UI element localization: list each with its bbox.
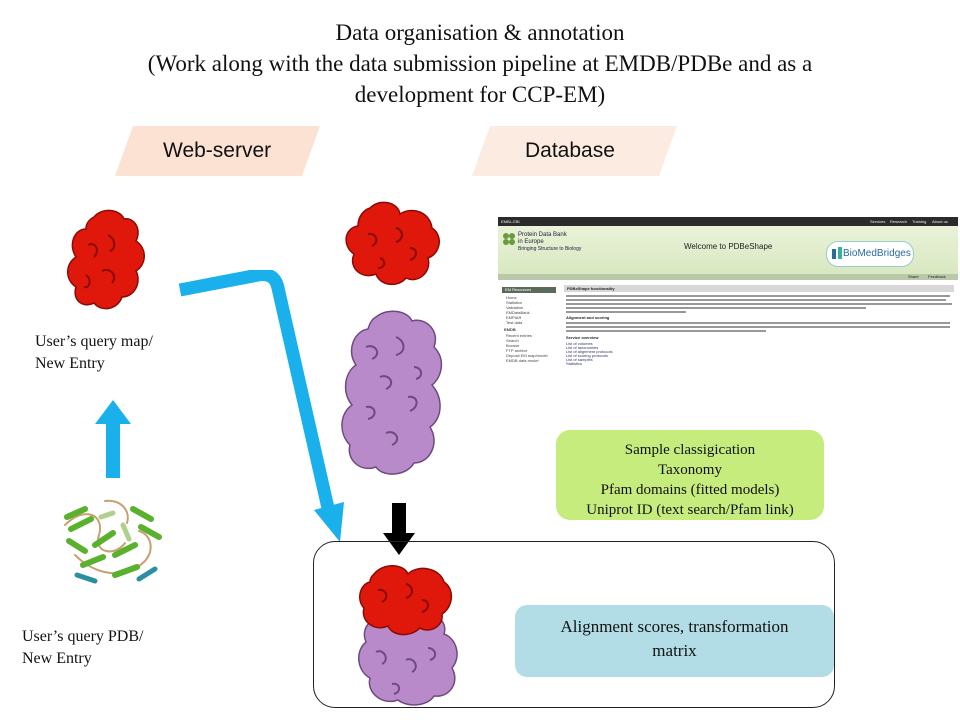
biomedbridges-logo: BioMedBridges: [826, 241, 914, 267]
website-topbar-brand: EMBL-EBI: [501, 219, 520, 224]
text-line: [566, 299, 946, 301]
sidebar-item-validation[interactable]: Validation: [506, 305, 524, 310]
overview-link[interactable]: List of samples: [566, 357, 593, 362]
query-map-image: [67, 209, 145, 310]
query-pdb-ribbon-image: [64, 499, 162, 584]
annotation-box: Sample classigication Taxonomy Pfam doma…: [556, 430, 824, 520]
title-line-3: development for CCP-EM): [354, 82, 606, 107]
query-pdb-caption: User’s query PDB/ New Entry: [22, 626, 143, 670]
fitted-model-image: [358, 565, 458, 706]
pdbe-logo-icon: [503, 233, 515, 245]
annotation-line: Pfam domains (fitted models): [600, 482, 780, 498]
database-banner-label: Database: [525, 139, 615, 162]
website-header: Protein Data Bank in Europe Bringing Str…: [498, 226, 958, 274]
sidebar-section-emdb: EMDB: [504, 327, 516, 332]
pdbeshape-website-screenshot: EMBL-EBI Services Research Training Abou…: [498, 217, 958, 367]
annotation-line: Uniprot ID (text search/Pfam link): [586, 502, 794, 518]
sidebar-item-search[interactable]: Search: [506, 338, 519, 343]
result-box-line1: Alignment scores, transformation: [560, 617, 789, 636]
result-frame: [313, 541, 835, 708]
annotation-line: Taxonomy: [658, 462, 722, 478]
biomedbridges-logo-text: BioMedBridges: [843, 248, 911, 259]
website-sidebar: EM Resources Home Statistics Validation …: [502, 287, 556, 365]
website-sidebar-title: EM Resources: [505, 287, 532, 292]
overview-link[interactable]: List of scoring protocols: [566, 353, 609, 358]
website-sidebar-header: EM Resources: [502, 287, 556, 293]
text-line: [566, 326, 950, 328]
website-topbar-item: Training: [912, 219, 927, 224]
sidebar-item-recent[interactable]: Recent entries: [506, 333, 532, 338]
website-org-line3: Bringing Structure to Biology: [518, 246, 582, 252]
text-line: [566, 330, 766, 332]
website-share-link[interactable]: Share: [908, 274, 919, 279]
website-topbar-item: Services: [870, 219, 886, 224]
website-main: PDBeShape functionality Alignment and sc…: [564, 285, 954, 366]
website-section-overview: Service overview: [566, 335, 599, 340]
title-line-2: (Work along with the data submission pip…: [147, 51, 813, 76]
text-line: [566, 311, 686, 313]
database-banner-shape: [472, 126, 677, 176]
website-org-line1: Protein Data Bank: [518, 232, 567, 238]
annotation-line: Sample classigication: [624, 442, 756, 458]
website-topbar-item: About us: [932, 219, 948, 224]
query-map-caption-line2: New Entry: [35, 355, 105, 372]
website-subbar: Share Feedback: [498, 274, 958, 280]
query-map-caption-line1: User’s query map/: [35, 333, 153, 350]
sidebar-item-statistics[interactable]: Statistics: [506, 300, 523, 305]
text-line: [566, 307, 866, 309]
web-server-banner-label: Web-server: [163, 139, 272, 162]
overview-link[interactable]: Statistics: [566, 361, 583, 366]
web-server-banner-shape: [115, 126, 320, 176]
website-topbar-item: Research: [890, 219, 908, 224]
website-org-name: Protein Data Bank in Europe Bringing Str…: [518, 232, 581, 253]
website-topbar: EMBL-EBI Services Research Training Abou…: [498, 217, 958, 226]
website-org-line2: in Europe: [518, 239, 544, 245]
text-line: [566, 295, 950, 297]
overview-link[interactable]: List of volumes: [566, 341, 593, 346]
website-feedback-link[interactable]: Feedback: [928, 274, 946, 279]
sidebar-item-deposit[interactable]: Deposit EM map/model: [506, 353, 548, 358]
sidebar-item-data-model[interactable]: EMDB data model: [506, 358, 539, 363]
down-arrow-icon: [383, 503, 415, 555]
website-main-header: PDBeShape functionality: [564, 285, 954, 292]
result-box: Alignment scores, transformation matrix: [515, 605, 834, 677]
website-welcome-title: Welcome to PDBeShape: [684, 242, 773, 251]
sidebar-item-empiar[interactable]: EMPIAR: [506, 315, 522, 320]
up-arrow-icon: [95, 400, 131, 478]
result-box-line2: matrix: [652, 641, 697, 660]
title-line-1: Data organisation & annotation: [335, 20, 625, 45]
query-map-caption: User’s query map/ New Entry: [35, 331, 153, 375]
sidebar-item-home[interactable]: Home: [506, 295, 517, 300]
database-purple-map-image: [341, 310, 443, 475]
sidebar-item-browse[interactable]: Browse: [506, 343, 520, 348]
database-red-map-image: [345, 201, 440, 286]
sidebar-item-emdatabank[interactable]: EMDataBank: [506, 310, 530, 315]
biomedbridges-logo-icon: [832, 247, 842, 259]
query-pdb-caption-line1: User’s query PDB/: [22, 628, 144, 645]
text-line: [566, 303, 952, 305]
query-pdb-caption-line2: New Entry: [22, 650, 92, 667]
overview-link[interactable]: List of taxonomies: [566, 345, 599, 350]
sidebar-item-test-data[interactable]: Test data: [506, 320, 523, 325]
sidebar-item-ftp[interactable]: FTP archive: [506, 348, 528, 353]
website-section-alignment: Alignment and scoring: [566, 315, 610, 320]
website-main-title: PDBeShape functionality: [567, 286, 615, 291]
text-line: [566, 322, 950, 324]
overview-link[interactable]: List of alignment protocols: [566, 349, 613, 354]
flow-arrow-icon: [178, 270, 344, 542]
